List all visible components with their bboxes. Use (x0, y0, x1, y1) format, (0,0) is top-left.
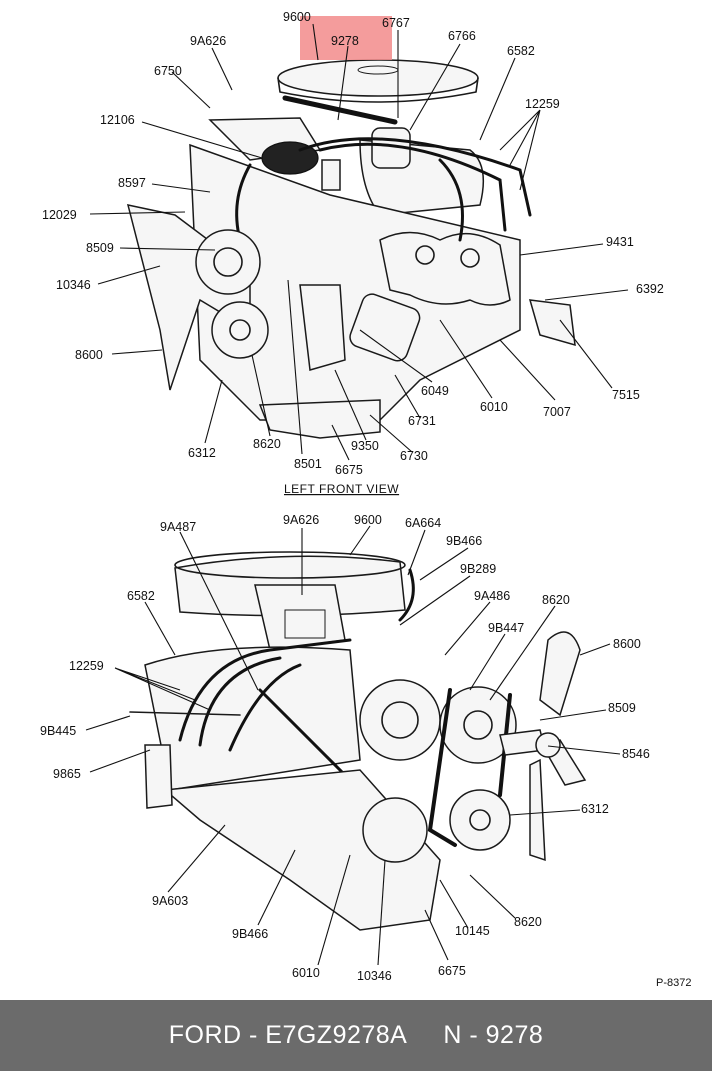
callout-8620: 8620 (253, 437, 281, 451)
callout-6767: 6767 (382, 16, 410, 30)
callout-9278: 9278 (331, 34, 359, 48)
callout-9b289: 9B289 (460, 562, 496, 576)
right-front-view-illustration (129, 551, 587, 931)
callout-10346: 10346 (56, 278, 91, 292)
callout-9a487: 9A487 (160, 520, 196, 534)
callout-7007: 7007 (543, 405, 571, 419)
callout-6675: 6675 (438, 964, 466, 978)
callout-6731: 6731 (408, 414, 436, 428)
callout-12106: 12106 (100, 113, 135, 127)
callout-9600: 9600 (283, 10, 311, 24)
callout-9a626: 9A626 (283, 513, 319, 527)
part-number: N - 9278 (443, 1021, 544, 1049)
callout-6582: 6582 (507, 44, 535, 58)
callout-6750: 6750 (154, 64, 182, 78)
callout-10346: 10346 (357, 969, 392, 983)
callout-6010: 6010 (480, 400, 508, 414)
right-front-view-callouts: 9A487 9A626 9600 6A664 9B466 6582 9B289 … (40, 513, 691, 989)
left-front-view-leaders (89, 23, 629, 461)
callout-8620-lower: 8620 (514, 915, 542, 929)
callout-9a486: 9A486 (474, 589, 510, 603)
callout-8509: 8509 (86, 241, 114, 255)
callout-9600: 9600 (354, 513, 382, 527)
callout-6675: 6675 (335, 463, 363, 477)
callout-9b447: 9B447 (488, 621, 524, 635)
callout-8600: 8600 (613, 637, 641, 651)
left-front-view-callouts: 9600 9278 6767 6766 9A626 6582 6750 1225… (42, 10, 664, 496)
callout-6582: 6582 (127, 589, 155, 603)
brand-part-code: FORD - E7GZ9278A (168, 1021, 408, 1049)
callout-10145: 10145 (455, 924, 490, 938)
callout-7515: 7515 (612, 388, 640, 402)
callout-9b445: 9B445 (40, 724, 76, 738)
callout-9431: 9431 (606, 235, 634, 249)
engine-parts-diagram: 9600 9278 6767 6766 9A626 6582 6750 1225… (40, 10, 691, 989)
callout-9865: 9865 (53, 767, 81, 781)
callout-6312: 6312 (581, 802, 609, 816)
callout-12029: 12029 (42, 208, 77, 222)
callout-8509: 8509 (608, 701, 636, 715)
callout-6730: 6730 (400, 449, 428, 463)
callout-8501: 8501 (294, 457, 322, 471)
callout-9350: 9350 (351, 439, 379, 453)
part-footer-bar: FORD - E7GZ9278A N - 9278 (0, 1000, 712, 1071)
callout-6010: 6010 (292, 966, 320, 980)
callout-9b466: 9B466 (446, 534, 482, 548)
callout-8597: 8597 (118, 176, 146, 190)
left-front-view-illustration (126, 59, 576, 439)
callout-8600: 8600 (75, 348, 103, 362)
callout-6312: 6312 (188, 446, 216, 460)
figure-reference: P-8372 (656, 977, 691, 989)
callout-8546: 8546 (622, 747, 650, 761)
right-front-view-leaders (85, 525, 621, 966)
callout-12259: 12259 (525, 97, 560, 111)
callout-6a664: 6A664 (405, 516, 441, 530)
callout-6049: 6049 (421, 384, 449, 398)
view-title: LEFT FRONT VIEW (284, 482, 399, 496)
callout-12259: 12259 (69, 659, 104, 673)
callout-9a626: 9A626 (190, 34, 226, 48)
callout-9a603: 9A603 (152, 894, 188, 908)
callout-6392: 6392 (636, 282, 664, 296)
callout-6766: 6766 (448, 29, 476, 43)
callout-9b466-lower: 9B466 (232, 927, 268, 941)
callout-8620: 8620 (542, 593, 570, 607)
